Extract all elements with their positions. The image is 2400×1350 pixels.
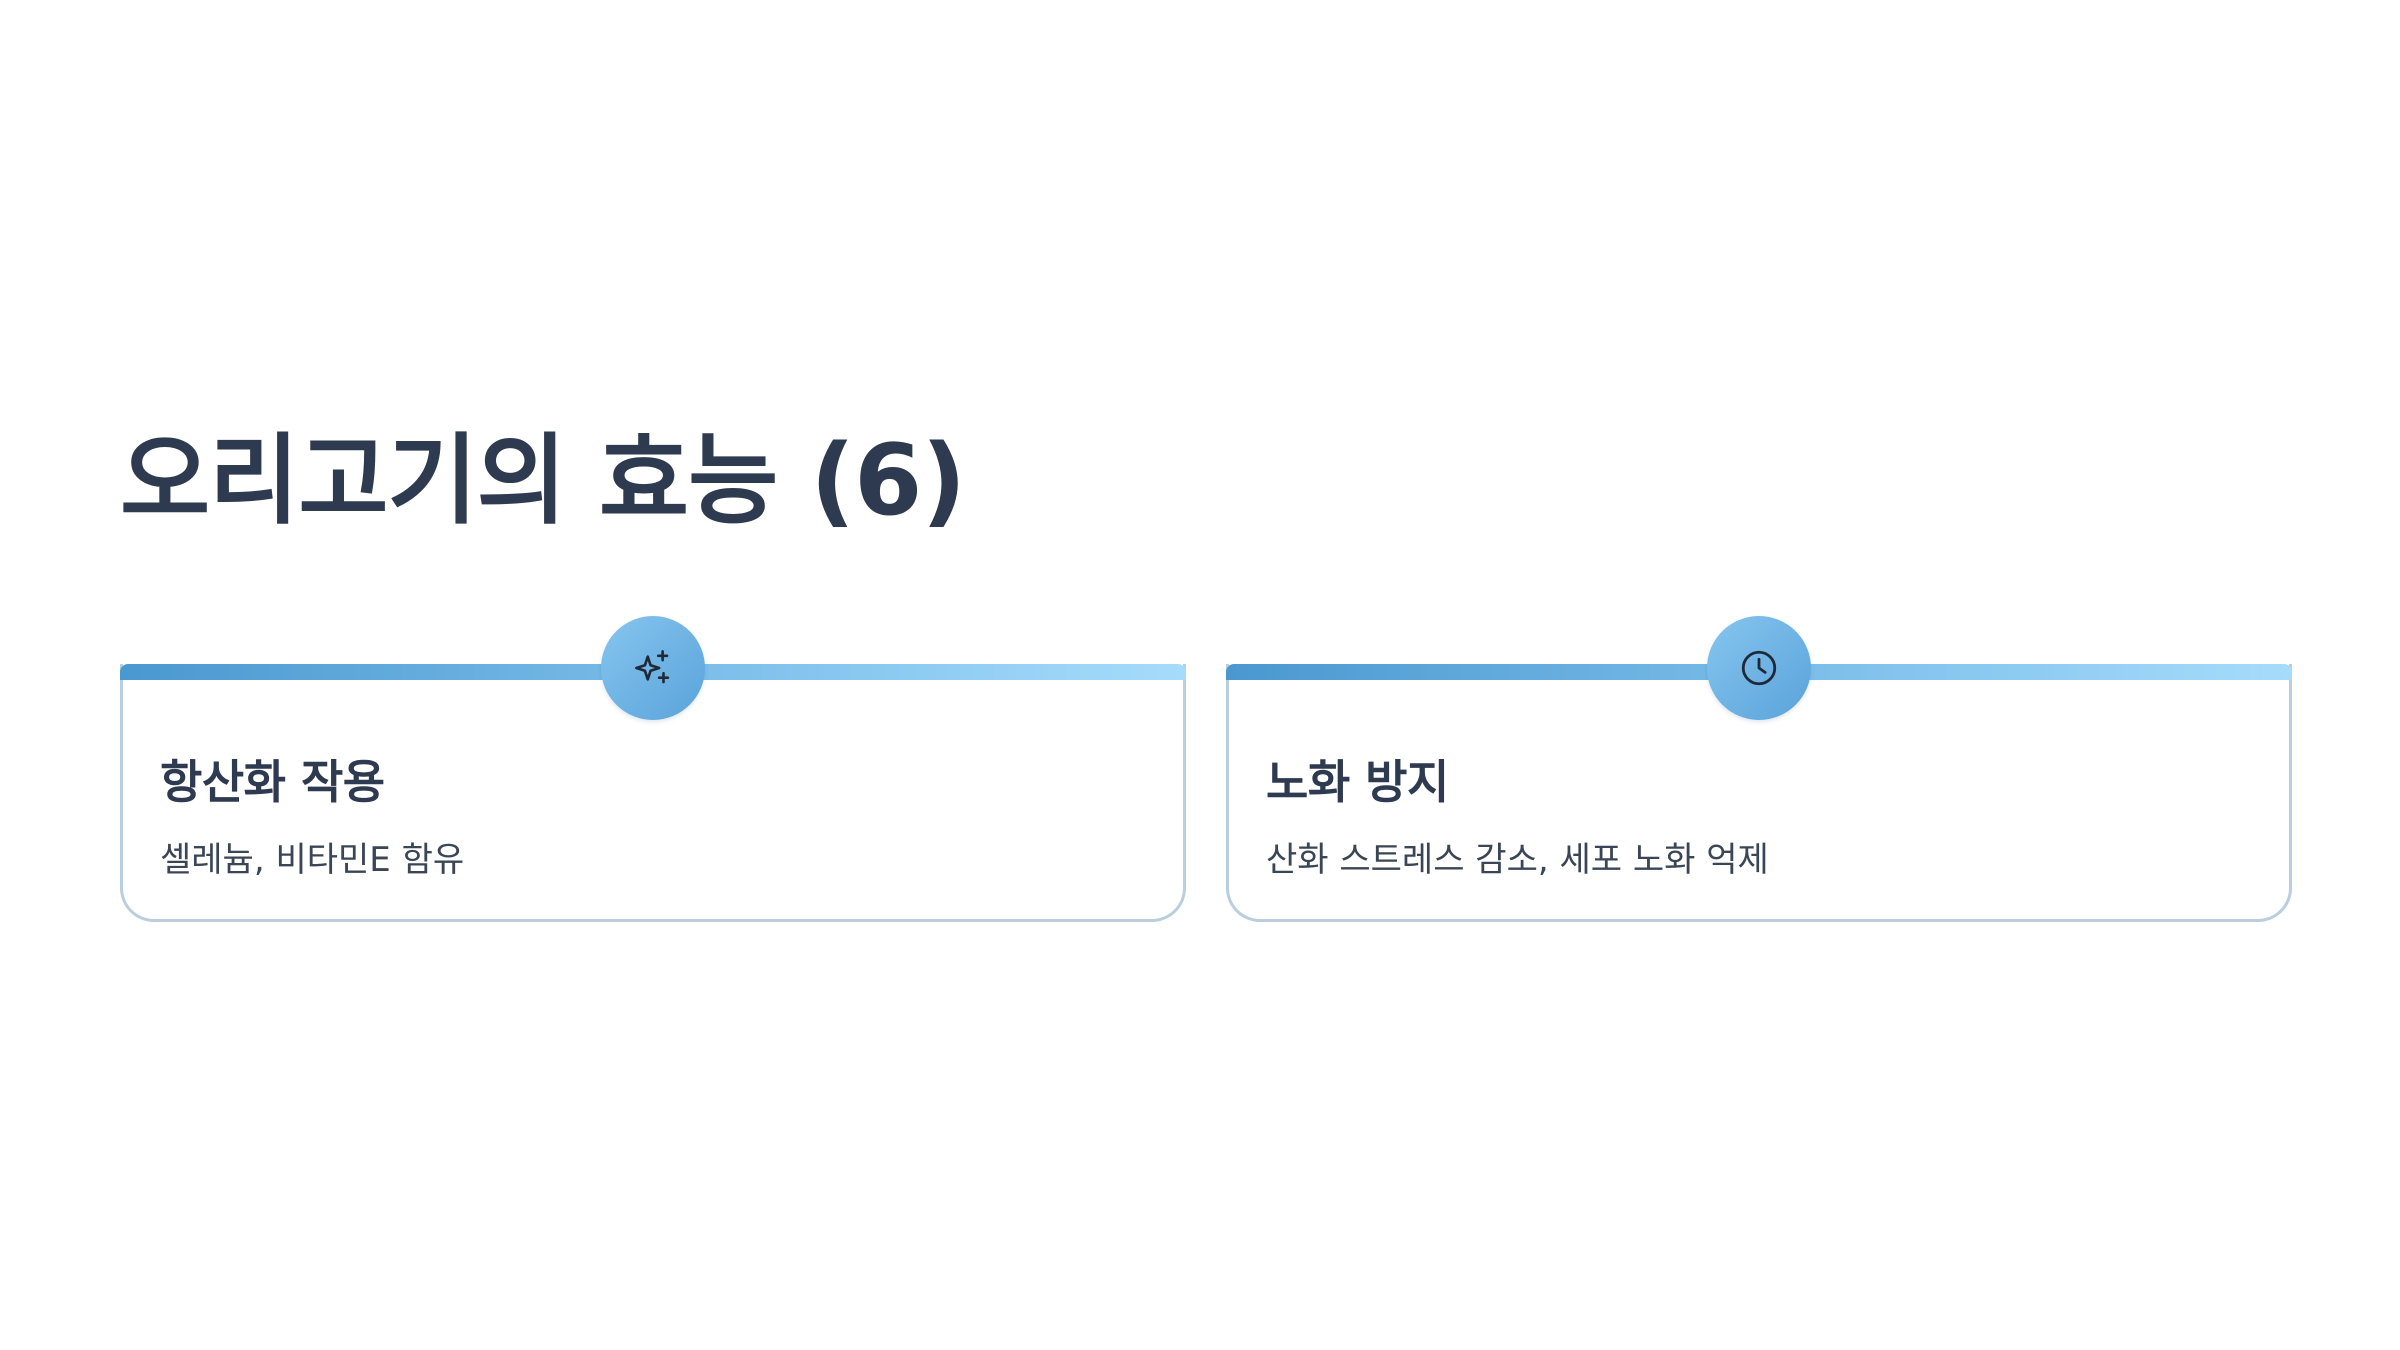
benefit-card-anti-aging: 노화 방지 산화 스트레스 감소, 세포 노화 억제 — [1226, 616, 2292, 922]
card-icon-badge — [601, 616, 705, 720]
sparkles-icon — [635, 650, 670, 684]
card-description: 산화 스트레스 감소, 세포 노화 억제 — [1266, 840, 1769, 880]
card-icon-badge — [1707, 616, 1811, 720]
page-title: 오리고기의 효능 (6) — [120, 424, 966, 538]
clock-icon — [1741, 650, 1777, 686]
card-description: 셀레늄, 비타민E 함유 — [160, 840, 465, 880]
benefit-card-antioxidant: 항산화 작용 셀레늄, 비타민E 함유 — [120, 616, 1186, 922]
card-title: 노화 방지 — [1266, 755, 1449, 809]
card-title: 항산화 작용 — [160, 755, 385, 809]
